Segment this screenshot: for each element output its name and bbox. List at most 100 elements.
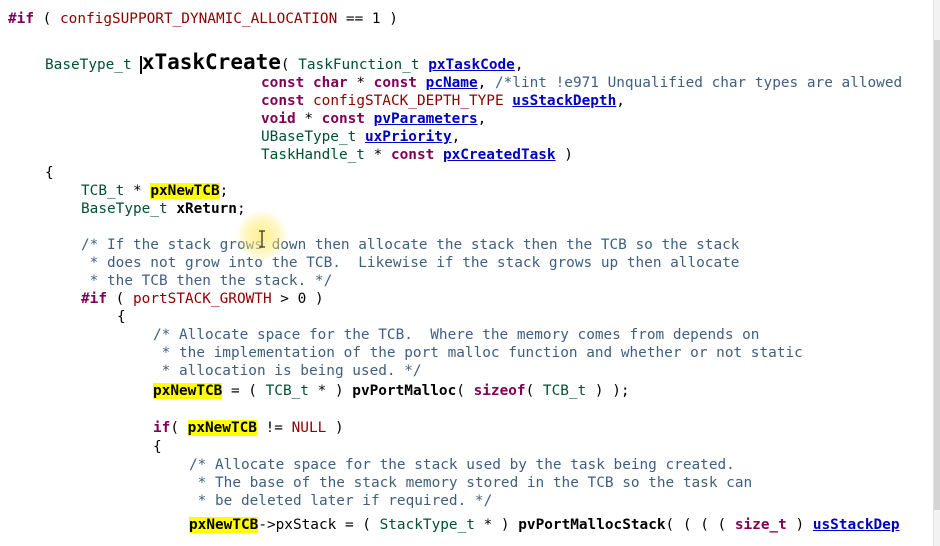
code-line[interactable]: if( pxNewTCB != NULL ): [153, 418, 344, 438]
code-token: ;: [236, 201, 246, 217]
code-line[interactable]: BaseType_t xReturn;: [81, 199, 246, 219]
code-token: [365, 111, 374, 127]
code-token: const: [373, 75, 417, 91]
code-token: const: [390, 147, 435, 163]
code-token: usStackDepth: [512, 93, 617, 109]
code-line[interactable]: * the TCB then the stack. */: [81, 271, 333, 291]
code-token: ,: [616, 93, 625, 109]
code-token: usStackDep: [812, 517, 900, 533]
code-token: size_t: [734, 517, 787, 533]
code-token: TCB_t: [265, 383, 309, 399]
code-token: [417, 75, 426, 91]
code-line[interactable]: TaskHandle_t * const pxCreatedTask ): [261, 145, 573, 165]
code-token: TaskFunction_t: [298, 57, 420, 73]
code-line[interactable]: * the implementation of the port malloc …: [153, 343, 803, 363]
code-token: const: [261, 75, 305, 91]
code-token: (: [456, 383, 474, 399]
code-token: BaseType_t: [45, 57, 132, 73]
code-token: configSUPPORT_DYNAMIC_ALLOCATION: [60, 11, 338, 27]
code-line[interactable]: const configSTACK_DEPTH_TYPE usStackDept…: [261, 91, 625, 111]
code-line[interactable]: {: [45, 163, 54, 183]
code-token: ): [326, 420, 344, 436]
code-token: ) );: [586, 383, 630, 399]
code-token: (: [525, 383, 543, 399]
code-token: const: [261, 93, 305, 109]
code-line[interactable]: pxNewTCB = ( TCB_t * ) pvPortMalloc( siz…: [153, 381, 630, 401]
code-token: pcName: [425, 75, 478, 91]
code-line[interactable]: BaseType_t xTaskCreate( TaskFunction_t p…: [45, 50, 524, 74]
code-token: {: [117, 309, 126, 325]
code-token: /*lint !e971 Unqualified char types are …: [494, 75, 903, 91]
code-line[interactable]: pxNewTCB->pxStack = ( StackType_t * ) pv…: [189, 515, 899, 535]
code-line[interactable]: void * const pvParameters,: [261, 109, 486, 129]
code-line[interactable]: * be deleted later if required. */: [189, 491, 493, 511]
code-token: *: [295, 111, 322, 127]
code-token: * be deleted later if required. */: [189, 493, 493, 509]
code-token: ,: [514, 57, 524, 73]
code-token: xTaskCreate: [141, 50, 281, 74]
code-token: *: [347, 75, 374, 91]
code-line[interactable]: * does not grow into the TCB. Likewise i…: [81, 253, 740, 273]
code-token: (: [170, 420, 188, 436]
code-line[interactable]: * allocation is being used. */: [153, 361, 422, 381]
code-line[interactable]: #if ( portSTACK_GROWTH > 0 ): [81, 289, 324, 309]
code-token: (: [280, 57, 299, 73]
code-line[interactable]: /* If the stack grows down then allocate…: [81, 235, 739, 255]
code-token: > 0 ): [271, 291, 324, 307]
code-token: NULL: [291, 420, 327, 436]
code-token: *: [364, 147, 391, 163]
code-token: ): [555, 147, 573, 163]
code-token: if: [153, 420, 171, 436]
code-token: * ): [474, 517, 519, 533]
code-token: xReturn: [176, 201, 237, 217]
code-token: #if: [8, 11, 34, 27]
code-token: (: [107, 291, 133, 307]
code-line[interactable]: {: [153, 437, 162, 457]
code-token: ,: [451, 129, 461, 145]
code-token: pxCreatedTask: [442, 147, 556, 163]
code-token: TaskHandle_t: [261, 147, 365, 163]
text-caret: [140, 56, 142, 74]
code-line[interactable]: TCB_t * pxNewTCB;: [81, 181, 228, 201]
code-token: * ): [308, 383, 353, 399]
code-line[interactable]: * The base of the stack memory stored in…: [189, 473, 753, 493]
code-token: /* Allocate space for the TCB. Where the…: [153, 327, 760, 343]
code-token: [304, 75, 313, 91]
code-token: (: [34, 11, 60, 27]
code-token: ,: [477, 111, 487, 127]
code-token: pvPortMallocStack: [518, 517, 666, 533]
code-token: pvPortMalloc: [352, 383, 457, 399]
code-token: BaseType_t: [81, 201, 168, 217]
code-line[interactable]: UBaseType_t uxPriority,: [261, 127, 460, 147]
code-token: [356, 129, 365, 145]
scrollbar-thumb[interactable]: [934, 40, 940, 510]
code-token: [420, 57, 429, 73]
code-token: pxNewTCB: [150, 183, 220, 199]
code-token: const: [321, 111, 365, 127]
code-token: * The base of the stack memory stored in…: [189, 475, 753, 491]
code-token: * does not grow into the TCB. Likewise i…: [81, 255, 740, 271]
text-cursor-icon: [259, 230, 265, 248]
code-line[interactable]: const char * const pcName, /*lint !e971 …: [261, 73, 902, 93]
code-token: #if: [81, 291, 107, 307]
vertical-scrollbar[interactable]: [933, 0, 940, 546]
code-token: [304, 93, 313, 109]
code-token: !=: [256, 420, 292, 436]
code-token: * the implementation of the port malloc …: [153, 345, 803, 361]
code-token: * allocation is being used. */: [153, 363, 422, 379]
code-token: sizeof: [473, 383, 526, 399]
code-token: void: [261, 111, 296, 127]
code-token: configSTACK_DEPTH_TYPE: [313, 93, 504, 109]
code-line[interactable]: {: [117, 307, 126, 327]
code-token: == 1 ): [337, 11, 398, 27]
code-token: {: [153, 439, 162, 455]
code-line[interactable]: /* Allocate space for the stack used by …: [189, 455, 735, 475]
code-token: UBaseType_t: [261, 129, 357, 145]
code-token: = (: [222, 383, 266, 399]
code-token: {: [45, 165, 54, 181]
code-token: portSTACK_GROWTH: [133, 291, 272, 307]
code-line[interactable]: #if ( configSUPPORT_DYNAMIC_ALLOCATION =…: [8, 9, 398, 29]
code-token: *: [124, 183, 151, 199]
code-line[interactable]: /* Allocate space for the TCB. Where the…: [153, 325, 759, 345]
